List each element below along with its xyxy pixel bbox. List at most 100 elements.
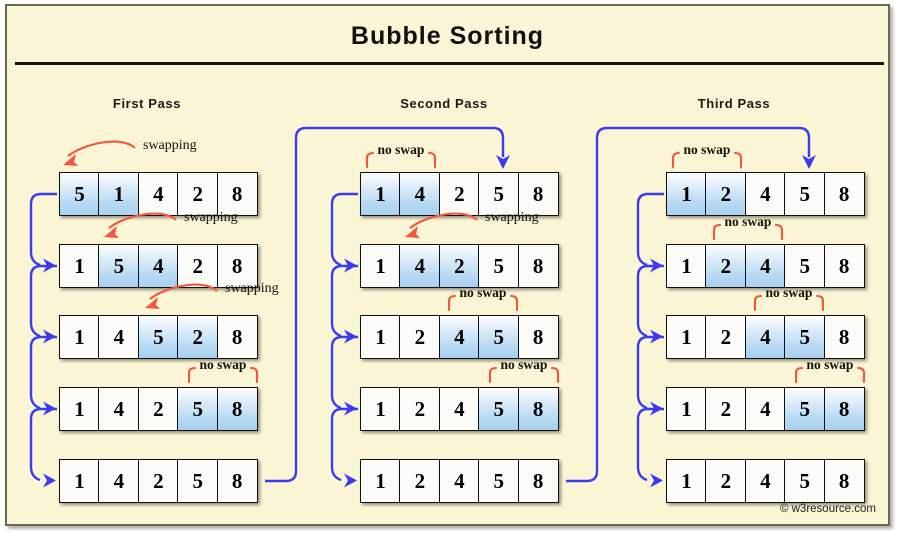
array-cell: 4 [438,315,480,359]
array-cell: 1 [666,172,707,216]
array-cell: 1 [360,315,401,359]
array-cell: 1 [360,244,401,288]
array-cell: 2 [705,387,747,431]
array-cell: 4 [438,459,480,503]
row-connector [330,335,358,410]
array-cell: 2 [399,459,441,503]
array-cell: 1 [666,459,707,503]
pass-connector-arrow [496,155,510,169]
array-cell: 5 [784,315,826,359]
row-connector [29,264,57,338]
pass-connector [265,126,505,483]
array-cell: 4 [98,459,140,503]
row-connector [636,192,664,267]
array-cell: 4 [98,315,140,359]
row-connector [330,264,358,338]
title-divider [15,62,884,65]
array-cell: 1 [666,315,707,359]
array-cell: 8 [823,244,865,288]
array-cell: 1 [59,244,100,288]
array-cell: 2 [399,387,441,431]
array-cell: 2 [438,244,480,288]
array-cell: 8 [823,315,865,359]
array-cell: 1 [59,315,100,359]
array-cell: 8 [216,387,258,431]
array-cell: 8 [216,459,258,503]
array-cell: 5 [137,315,179,359]
array-cell: 5 [784,459,826,503]
array-cell: 1 [360,172,401,216]
array-cell: 4 [744,459,786,503]
row-connector [29,192,57,267]
row-connector [29,407,57,482]
array-cell: 2 [177,172,219,216]
array-cell: 5 [478,315,520,359]
array-cell: 5 [784,387,826,431]
array-cell: 8 [216,315,258,359]
array-cell: 4 [399,172,441,216]
array-cell: 4 [744,387,786,431]
pass-connector-arrow [802,155,816,169]
array-cell: 2 [705,315,747,359]
array-cell: 1 [666,387,707,431]
array-cell: 2 [177,244,219,288]
array-cell: 2 [399,315,441,359]
array-cell: 2 [137,387,179,431]
array-cell: 4 [137,172,179,216]
array-cell: 8 [517,244,559,288]
row-connector [636,407,664,482]
array-cell: 2 [137,459,179,503]
array-cell: 2 [705,244,747,288]
array-cell: 1 [666,244,707,288]
pass-label-second-pass: Second Pass [400,96,488,111]
array-cell: 8 [216,172,258,216]
array-cell: 5 [478,244,520,288]
row-connector [29,335,57,410]
array-cell: 1 [59,459,100,503]
row-connector-arrow [650,473,663,488]
array-cell: 5 [177,387,219,431]
array-cell: 1 [59,387,100,431]
array-cell: 5 [59,172,100,216]
array-cell: 2 [705,459,747,503]
row-connector-arrow [43,473,56,488]
row-connector [330,407,358,482]
array-cell: 4 [744,172,786,216]
array-cell: 5 [98,244,140,288]
array-cell: 8 [517,387,559,431]
array-cell: 4 [744,315,786,359]
array-cell: 4 [438,387,480,431]
array-cell: 8 [517,172,559,216]
pass-label-first-pass: First Pass [112,96,182,111]
array-cell: 5 [478,387,520,431]
array-cell: 5 [177,459,219,503]
array-cell: 2 [438,172,480,216]
array-cell: 2 [177,315,219,359]
array-cell: 8 [517,459,559,503]
array-cell: 8 [216,244,258,288]
row-connector [636,264,664,338]
page-title: Bubble Sorting [350,22,545,50]
array-cell: 4 [137,244,179,288]
pass-label-third-pass: Third Pass [697,96,771,111]
pass-connector [566,126,811,483]
array-cell: 1 [360,387,401,431]
array-cell: 5 [784,172,826,216]
array-cell: 2 [705,172,747,216]
array-cell: 4 [98,387,140,431]
